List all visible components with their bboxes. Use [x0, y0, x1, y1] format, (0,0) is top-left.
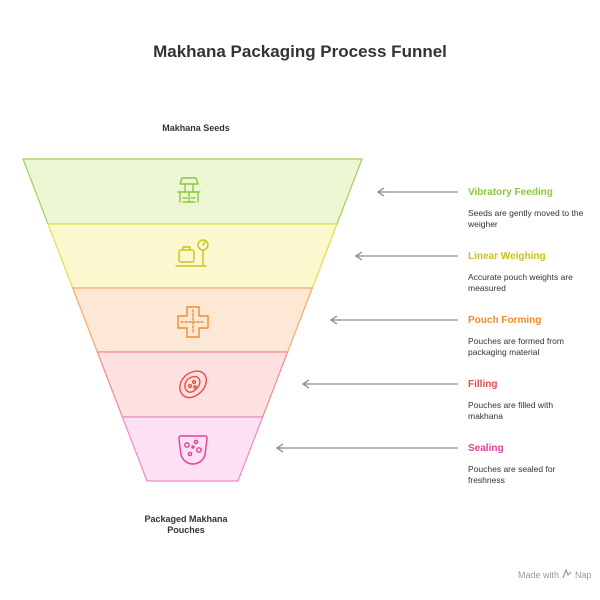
vibratory-feeder-icon	[177, 177, 201, 203]
stage-description-line: makhana	[468, 411, 503, 421]
stage-description-line: Accurate pouch weights are	[468, 272, 573, 282]
stage-arrow-2	[354, 251, 458, 261]
stage-title-3: Pouch Forming	[468, 315, 542, 326]
stage-arrow-4	[301, 379, 458, 389]
stage-title-2: Linear Weighing	[468, 251, 546, 262]
funnel-stage-2	[47, 223, 338, 289]
stage-description-line: Pouches are filled with	[468, 400, 554, 410]
stage-description-line: weigher	[468, 219, 498, 229]
funnel-stage-5	[121, 416, 264, 482]
filling-pouch-icon	[179, 370, 208, 399]
funnel-bottom-label: Packaged Makhana Pouches	[138, 514, 234, 536]
stage-description-line: measured	[468, 283, 506, 293]
made-with-brand[interactable]: Made with Nap	[518, 568, 592, 581]
stage-description-line: Pouches are sealed for	[468, 464, 556, 474]
page-title: Makhana Packaging Process Funnel	[153, 42, 447, 61]
stage-description-line: freshness	[468, 475, 505, 485]
stage-description-line: packaging material	[468, 347, 540, 357]
bottom-label-line-1: Packaged Makhana	[144, 514, 228, 524]
stage-arrow-5	[275, 443, 458, 453]
stage-description-line: Pouches are formed from	[468, 336, 564, 346]
napkin-logo-icon	[562, 568, 572, 581]
bottom-label-line-2: Pouches	[167, 525, 205, 535]
stage-description-line: Seeds are gently moved to the	[468, 208, 584, 218]
brand-name: Nap	[575, 570, 592, 580]
weighing-scale-icon	[175, 239, 209, 267]
stage-arrow-1	[376, 187, 458, 197]
sealed-pouch-icon	[178, 435, 208, 465]
brand-label: Made with	[518, 570, 560, 580]
funnel-stage-4	[96, 351, 289, 418]
stage-arrow-3	[329, 315, 458, 325]
stage-title-1: Vibratory Feeding	[468, 187, 553, 198]
pouch-forming-icon	[177, 306, 209, 338]
stage-title-4: Filling	[468, 379, 498, 390]
funnel-top-label: Makhana Seeds	[162, 123, 230, 133]
stage-title-5: Sealing	[468, 443, 504, 454]
